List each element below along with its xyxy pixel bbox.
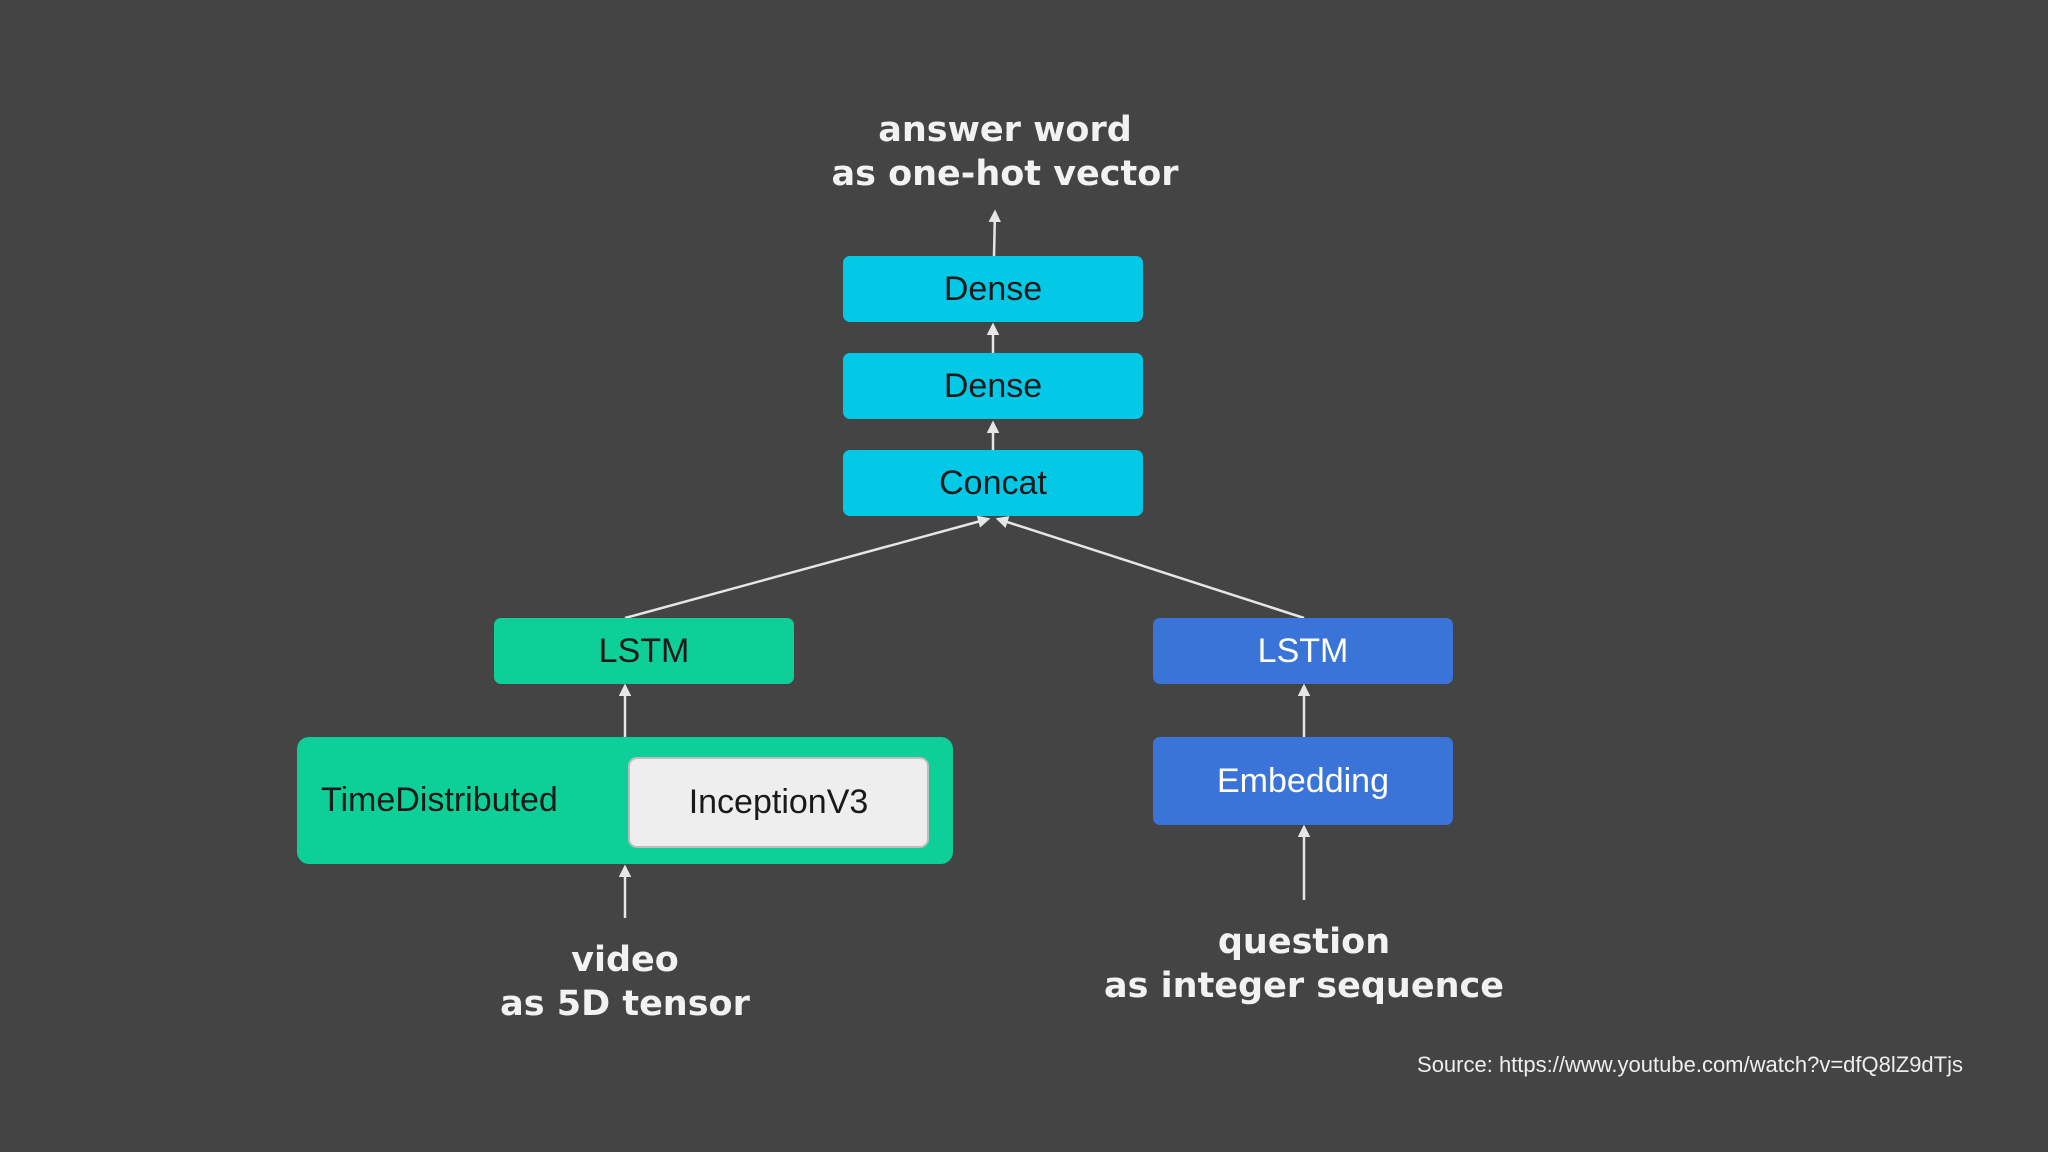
time-distributed-node: TimeDistributed InceptionV3 [297, 737, 953, 864]
question-label-line1: question [1217, 922, 1391, 962]
output-label: answer word as one-hot vector [795, 108, 1215, 196]
video-input-label: video as 5D tensor [455, 938, 795, 1026]
dense-mid-node: Dense [843, 353, 1143, 419]
output-label-line2: as one-hot vector [831, 154, 1179, 194]
inception-v3-node: InceptionV3 [628, 757, 929, 848]
edge-dense-to-output [988, 209, 1002, 257]
dense-top-node: Dense [843, 256, 1143, 322]
video-label-line1: video [571, 940, 679, 980]
video-label-line2: as 5D tensor [500, 984, 750, 1024]
embedding-node: Embedding [1153, 737, 1453, 825]
edge-lstm-question-to-concat [995, 516, 1305, 620]
lstm-question-node: LSTM [1153, 618, 1453, 684]
lstm-video-node: LSTM [494, 618, 794, 684]
edge-lstm-video-to-concat [624, 515, 991, 620]
question-label-line2: as integer sequence [1104, 966, 1504, 1006]
output-label-line1: answer word [878, 110, 1132, 150]
source-caption: Source: https://www.youtube.com/watch?v=… [1417, 1052, 1963, 1077]
concat-node: Concat [843, 450, 1143, 516]
question-input-label: question as integer sequence [1074, 920, 1534, 1008]
time-distributed-label: TimeDistributed [321, 781, 558, 819]
